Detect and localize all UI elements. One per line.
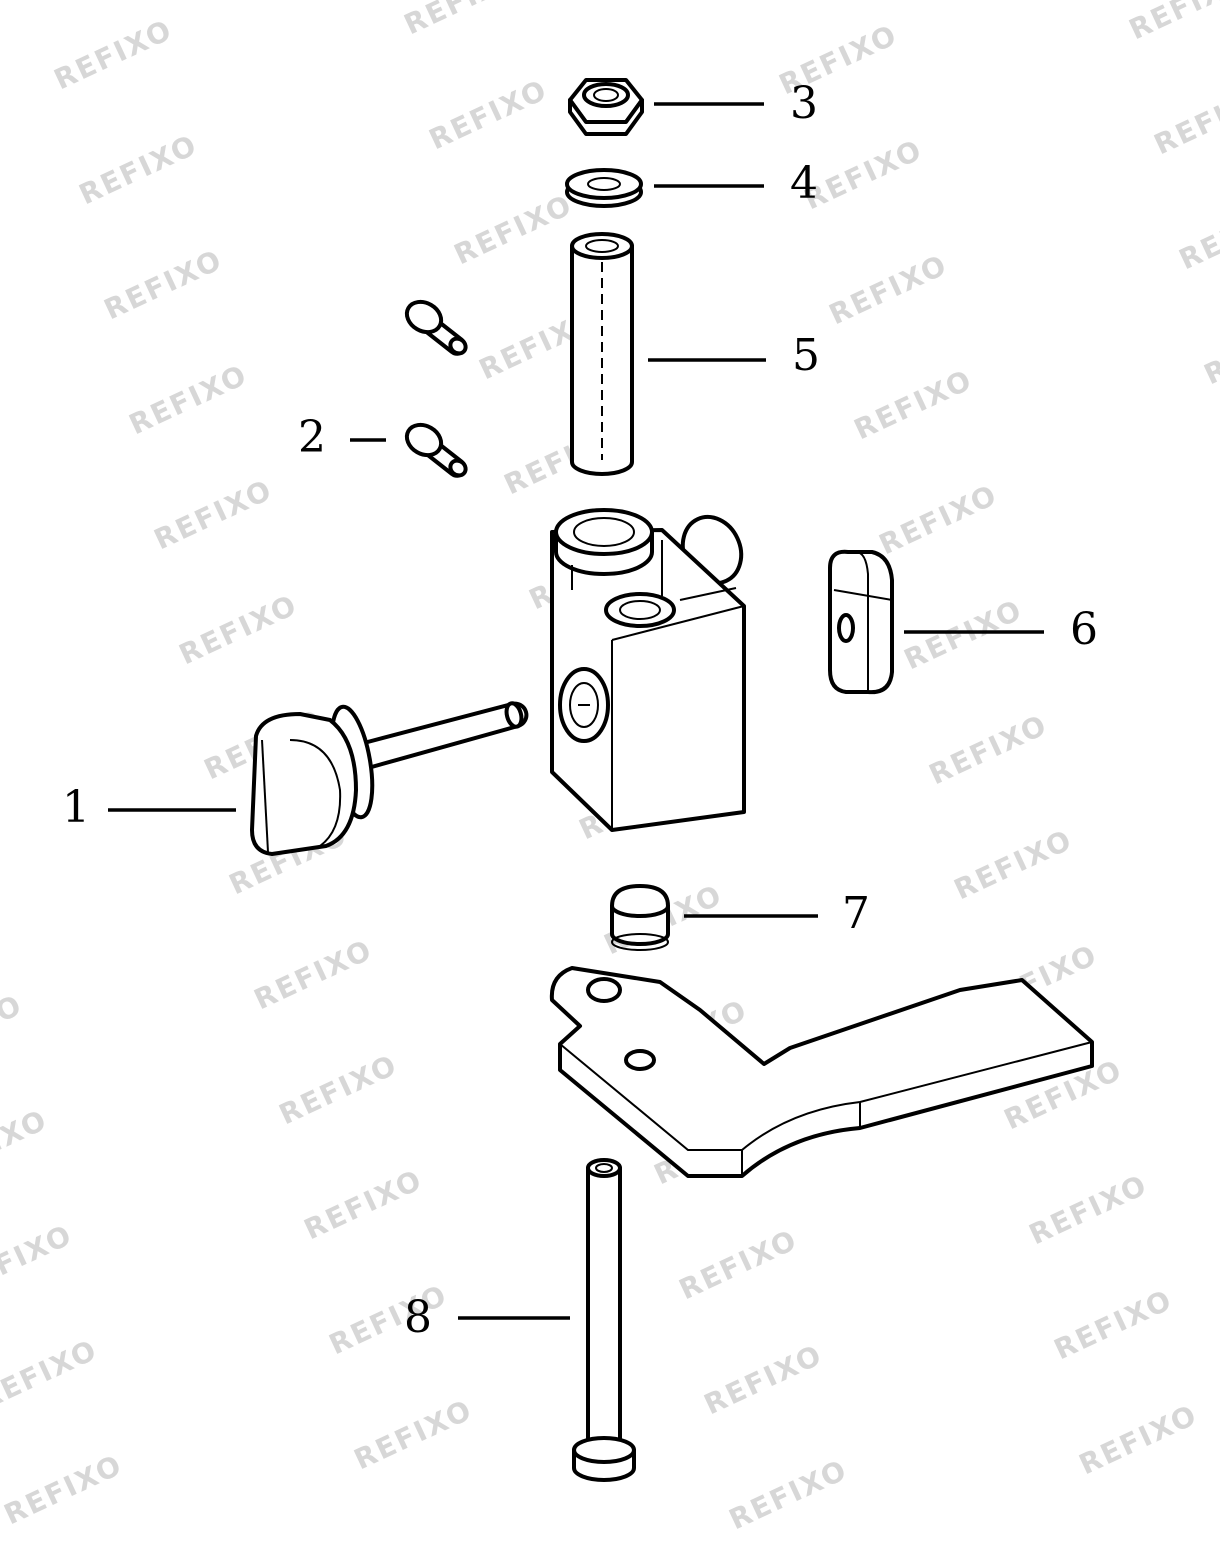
watermark-text: REFIXO — [0, 1448, 128, 1531]
clamp-housing[interactable] — [550, 507, 752, 832]
part-7-cap[interactable] — [610, 884, 670, 951]
part-2-bolt-upper[interactable] — [401, 296, 468, 357]
watermark-text: REFIXO — [874, 478, 1003, 561]
part-5-tube[interactable] — [570, 232, 634, 476]
watermark-text: REFIXO — [724, 1453, 853, 1536]
watermark-text: REFIXO — [0, 1218, 78, 1301]
watermark-text: REFIXO — [1049, 1283, 1178, 1366]
watermark-text: REFIXO — [674, 1223, 803, 1306]
watermark-text: REFIXO — [799, 133, 928, 216]
part-8-long-bolt[interactable] — [572, 1158, 636, 1482]
watermark-text: REFIXO — [449, 188, 578, 271]
watermark-text: REFIXO — [249, 933, 378, 1016]
watermark-text: REFIXO — [124, 358, 253, 441]
callout-3: 3 — [790, 78, 818, 129]
callout-5: 5 — [792, 330, 820, 381]
callout-2: 2 — [298, 412, 326, 463]
watermark-text: REFIXO — [0, 873, 3, 956]
watermark-text: REFIXO — [0, 988, 28, 1071]
watermark-text: REFIXO — [399, 0, 528, 41]
watermark-text: REFIXO — [349, 1393, 478, 1476]
watermark-text: REFIXO — [149, 473, 278, 556]
watermark-text: REFIXO — [1074, 1398, 1203, 1481]
part-3-lock-nut[interactable] — [568, 78, 644, 136]
watermark-text: REFIXO — [824, 248, 953, 331]
watermark-text: REFIXO — [1124, 0, 1220, 46]
watermark-text: REFIXO — [849, 363, 978, 446]
part-4-washer[interactable] — [565, 168, 643, 208]
watermark-text: REFIXO — [1149, 78, 1220, 161]
watermark-text: REFIXO — [0, 1333, 103, 1416]
watermark-text: REFIXO — [899, 593, 1028, 676]
callout-4: 4 — [790, 158, 818, 209]
callout-numbers: 1 2 3 4 5 6 7 8 — [62, 78, 1098, 1343]
callout-6: 6 — [1070, 604, 1098, 655]
callout-8: 8 — [404, 1292, 432, 1343]
watermark-text: REFIXO — [949, 823, 1078, 906]
part-1-knob-screw[interactable] — [250, 701, 529, 856]
part-6-slide-nut[interactable] — [828, 549, 894, 695]
watermark-text: REFIXO — [424, 73, 553, 156]
leader-lines — [108, 102, 1044, 1320]
base-plate[interactable] — [549, 966, 1094, 1178]
part-2-bolt-lower[interactable] — [401, 419, 468, 479]
watermark-text: REFIXO — [74, 128, 203, 211]
watermark-text: REFIXO — [99, 243, 228, 326]
watermark-text: REFIXO — [274, 1048, 403, 1131]
watermark-text: REFIXO — [299, 1163, 428, 1246]
callout-7: 7 — [842, 888, 870, 939]
callout-1: 1 — [62, 782, 90, 833]
watermark-text: REFIXO — [0, 1103, 53, 1186]
watermark-text: REFIXO — [174, 588, 303, 671]
watermark-text: REFIXO — [1024, 1168, 1153, 1251]
watermark-text: REFIXO — [699, 1338, 828, 1421]
watermark-text: REFIXO — [1199, 308, 1220, 391]
watermark-text: REFIXO — [324, 1278, 453, 1361]
watermark-text: REFIXO — [49, 13, 178, 96]
watermark-text: REFIXO — [1174, 193, 1220, 276]
watermark-text: REFIXO — [924, 708, 1053, 791]
